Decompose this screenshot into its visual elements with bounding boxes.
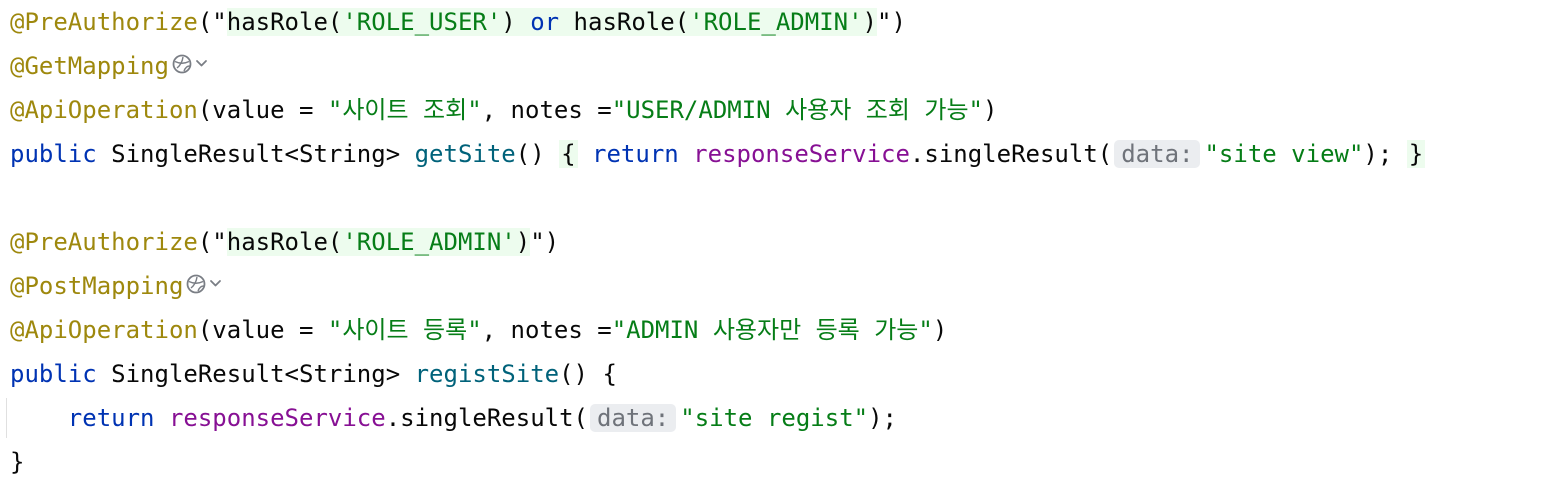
closing-brace: } [10, 448, 25, 476]
code-line-9[interactable]: public SingleResult<String> registSite()… [10, 360, 617, 388]
code-line-11[interactable]: } [10, 446, 24, 478]
spel-expression: hasRole('ROLE_ADMIN') [226, 228, 531, 256]
method-name-getsite: getSite [414, 140, 516, 168]
method-name-registsite: registSite [414, 360, 560, 388]
code-line-3[interactable]: @ApiOperation(value = "사이트 조회", notes ="… [10, 96, 998, 124]
folded-brace-close[interactable]: } [1406, 140, 1426, 168]
apioperation-annotation: @ApiOperation [10, 96, 198, 124]
code-line-2[interactable]: @GetMapping [10, 50, 211, 82]
parameter-hint: data: [1114, 140, 1201, 168]
code-line-6[interactable]: @PreAuthorize("hasRole('ROLE_ADMIN')") [10, 228, 560, 256]
folded-brace-open[interactable]: { [559, 140, 578, 168]
postmapping-annotation: @PostMapping [10, 272, 184, 300]
getmapping-annotation: @GetMapping [10, 52, 169, 80]
indent-guide [6, 398, 7, 438]
preauthorize-annotation: @PreAuthorize [10, 228, 198, 256]
parameter-hint: data: [590, 404, 677, 432]
preauthorize-annotation: @PreAuthorize [10, 8, 198, 36]
apioperation-annotation: @ApiOperation [10, 316, 198, 344]
code-line-4[interactable]: public SingleResult<String> getSite() { … [10, 140, 1426, 168]
code-line-10[interactable]: return responseService.singleResult(data… [67, 404, 897, 432]
endpoint-globe-icon[interactable] [171, 51, 211, 83]
spel-expression: hasRole('ROLE_USER') or hasRole('ROLE_AD… [226, 8, 877, 36]
code-line-7[interactable]: @PostMapping [10, 270, 225, 302]
code-line-1[interactable]: @PreAuthorize("hasRole('ROLE_USER') or h… [10, 8, 906, 36]
code-line-8[interactable]: @ApiOperation(value = "사이트 등록", notes ="… [10, 316, 948, 344]
endpoint-globe-icon[interactable] [185, 271, 225, 303]
